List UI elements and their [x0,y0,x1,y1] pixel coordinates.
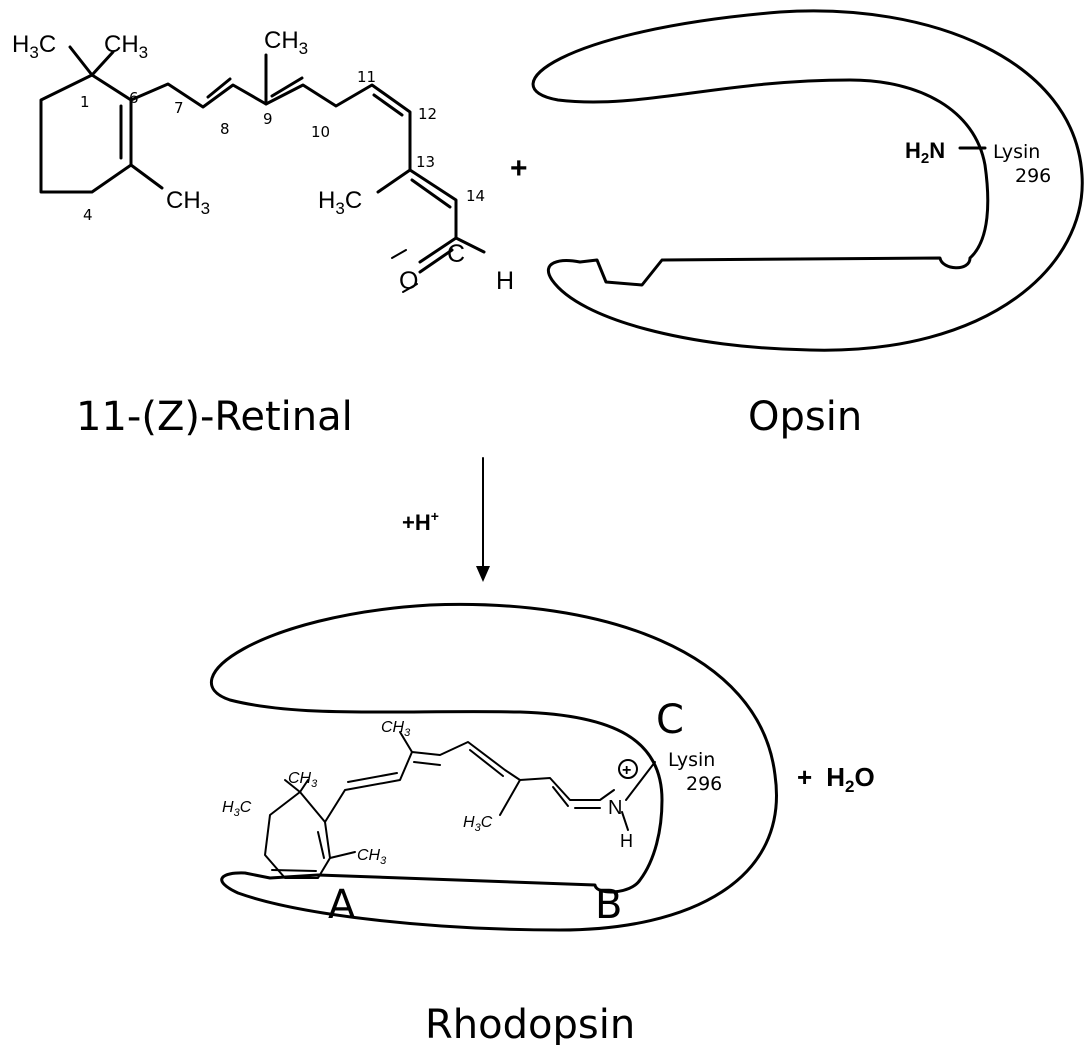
bound-ring-double-bond [271,869,317,872]
rhodopsin-lysine-label: Lysin [668,749,715,771]
c13-methyl-bond [376,168,412,194]
carbon-number-9: 9 [263,110,273,128]
bound-double-bond-3 [469,749,504,777]
carbonyl-oxygen-label: O [399,267,418,295]
carbon-number-12: 12 [418,105,437,123]
positive-charge-circle [618,759,638,779]
positive-charge-label: + [622,762,631,779]
carbon-number-13: 13 [416,153,435,171]
water-byproduct: +H2O [797,762,875,796]
bound-polyene-chain [324,741,615,823]
polyene-chain [129,82,458,240]
c1-methyl-left-label: H3C [12,31,56,62]
carbonyl-carbon-label: C [447,240,465,268]
rhodopsin-lysine-number: 296 [686,773,722,795]
bound-gem-methyl-right-label: CH3 [288,770,318,790]
c13-c14-double-bond [410,178,452,209]
c7-c8-double-bond [206,77,232,99]
c13-methyl-label: H3C [318,187,362,218]
bound-double-bond-1 [347,772,398,783]
site-b-label: B [595,882,622,928]
carbon-number-10: 10 [311,123,330,141]
bound-methyl-13-bond [499,779,521,816]
carbon-number-11: 11 [357,68,376,86]
bound-ring-methyl-bond [329,851,356,859]
bound-chain-methyl-label: CH3 [381,719,411,739]
arrow-head [476,566,490,582]
bound-double-bond-4 [552,786,569,807]
carbon-number-6: 6 [129,89,139,107]
c1-methyl-right-bond [90,50,115,77]
opsin-amine-label: H2N [905,138,945,167]
carbon-number-1: 1 [80,93,90,111]
c9-methyl-label: CH3 [264,27,308,58]
opsin-pocket-outline [531,9,1084,352]
carbonyl-bond-a [418,236,458,264]
bound-ring-double-bond-2 [317,831,325,859]
aldehyde-hydrogen-label: H [496,267,514,295]
c11-c12-double-bond [372,93,404,117]
c1-methyl-left-bond [68,45,94,77]
c1-methyl-right-label: CH3 [104,31,148,62]
oxygen-lone-pair-top [391,249,407,259]
oxygen-lone-pair-bottom [402,283,418,293]
bound-ring-methyl-label: CH3 [357,847,387,867]
bound-gem-methyl-bond-a [284,779,301,793]
c9-c10-double-bond [270,76,304,98]
retinal-structure: H3C CH3 CH3 CH3 H3C O C H 1 4 6 7 8 9 10… [12,27,514,295]
carbonyl-bond-b [418,248,454,274]
bound-chain-methyl-bond [399,731,413,753]
c5-methyl-label: CH3 [166,187,210,218]
carbon-number-4: 4 [83,206,93,224]
rhodopsin-pocket-outline [209,602,778,932]
opsin-lysine-label: Lysin [993,141,1040,163]
site-c-label: C [656,697,684,743]
opsin-name: Opsin [748,394,862,440]
bound-double-bond-2 [413,761,441,766]
carbon-number-8: 8 [220,120,230,138]
retinal-name: 11-(Z)-Retinal [76,394,353,440]
schiff-nitrogen-label: N [608,797,622,819]
bound-methyl-13-label: H3C [463,814,493,834]
bound-gem-methyl-left-label: H3C [222,799,252,819]
site-a-label: A [328,882,356,928]
aldehyde-ch-bond [454,236,486,254]
rhodopsin-complex: H3C CH3 CH3 CH3 H3C N + H A B C Lysin 29… [209,602,778,932]
opsin-lysine-number: 296 [1015,165,1051,187]
rhodopsin-name: Rhodopsin [425,1002,635,1045]
reaction-arrow: +H+ [402,457,490,582]
schiff-proton-label: H [620,831,633,851]
bound-gem-methyl-bond-b [299,779,309,793]
c5-methyl-bond [129,163,164,190]
plus-sign: + [510,152,528,185]
carbon-number-7: 7 [174,99,184,117]
opsin-protein: H2N Lysin 296 [531,9,1084,352]
schiff-base-lysine-bond [625,761,656,801]
proton-condition: +H+ [402,508,439,535]
bound-ring-bonds [264,791,331,879]
nitrogen-hydrogen-bond [621,811,629,831]
carbon-number-14: 14 [466,187,485,205]
